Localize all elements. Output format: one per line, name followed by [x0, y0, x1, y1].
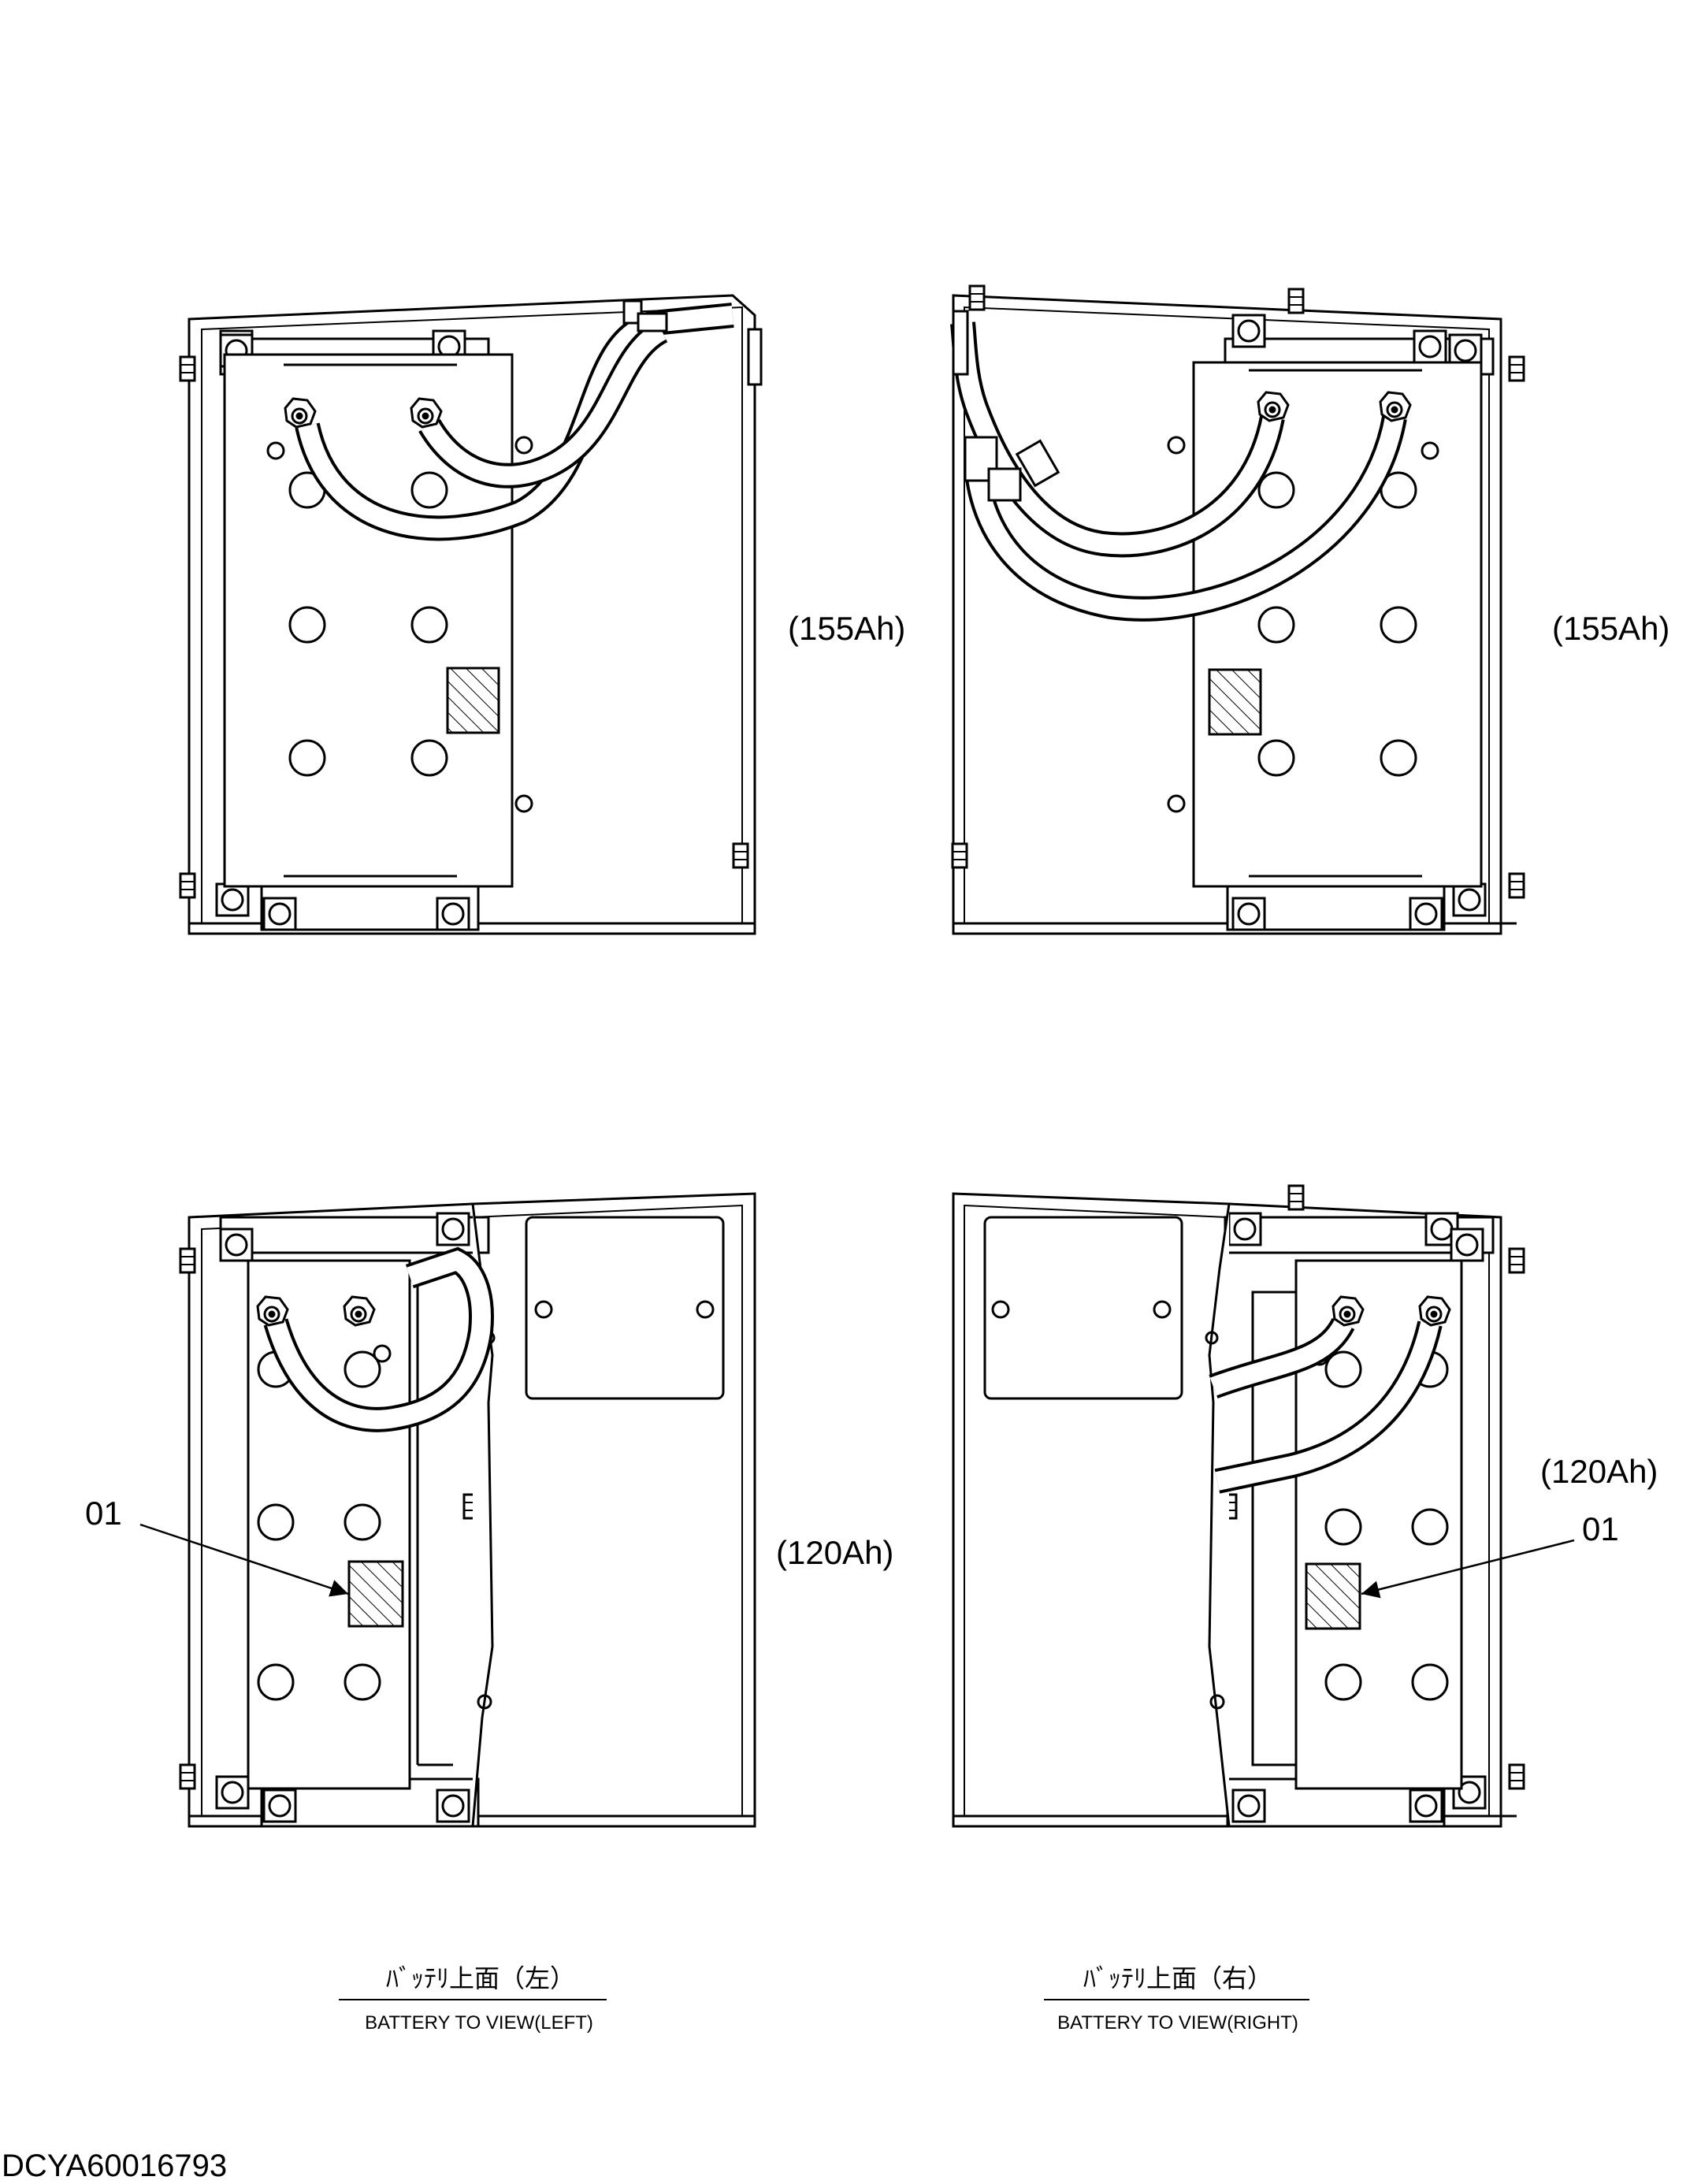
callout-leader-right: [1361, 1539, 1575, 1599]
view-top-left-155ah: [179, 294, 763, 935]
capacity-label-top-right: (155Ah): [1552, 610, 1669, 647]
callout-leader-left: [139, 1523, 349, 1597]
callout-number-right: 01: [1582, 1510, 1619, 1547]
caption-right-english: BATTERY TO VIEW(RIGHT): [1057, 2012, 1298, 2034]
capacity-label-bottom-right: (120Ah): [1540, 1453, 1658, 1490]
view-bottom-left-120ah: [179, 1192, 756, 1828]
capacity-label-bottom-left: (120Ah): [776, 1534, 893, 1571]
view-bottom-right-120ah: [952, 1184, 1525, 1828]
caption-left-japanese: ﾊﾞｯﾃﾘ上面（左）: [386, 1963, 575, 1993]
capacity-label-top-left: (155Ah): [788, 610, 905, 647]
caption-left-english: BATTERY TO VIEW(LEFT): [365, 2012, 593, 2034]
drawing-number: DCYA60016793: [2, 2149, 227, 2183]
caption-right-japanese: ﾊﾞｯﾃﾘ上面（右）: [1083, 1963, 1272, 1993]
callout-number-left: 01: [85, 1495, 122, 1532]
view-top-right-155ah: [950, 284, 1525, 935]
